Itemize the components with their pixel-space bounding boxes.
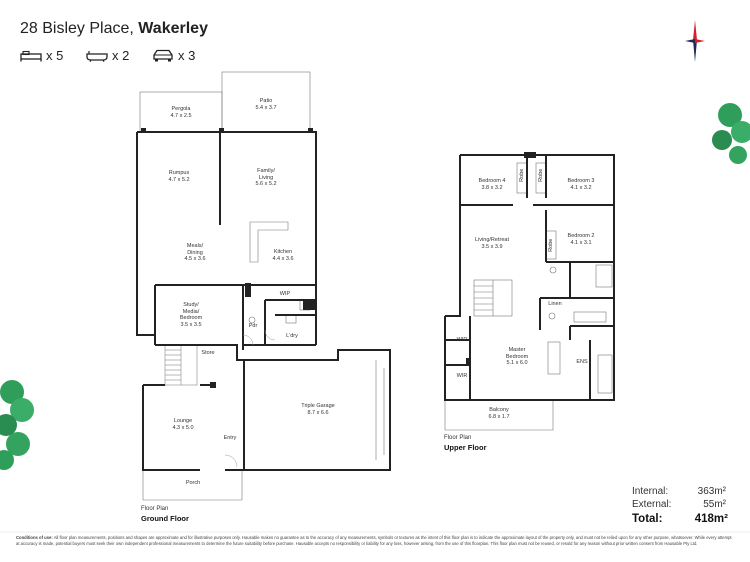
room-ensuite: ENS — [576, 359, 588, 365]
ground-floor-posts — [141, 128, 315, 388]
internal-area-value: 363m² — [697, 486, 726, 497]
upper-floor-caption: Floor Plan — [444, 435, 472, 441]
compass-icon — [685, 20, 705, 62]
total-area-label: Total: — [632, 513, 663, 525]
tree-icon — [0, 380, 34, 470]
suburb-text: Wakerley — [138, 20, 208, 37]
room-pdr: Pdr — [248, 323, 258, 329]
room-laundry: L'dry — [286, 333, 298, 339]
tree-icon — [712, 103, 750, 164]
upper-floor-walls — [444, 154, 615, 401]
total-area-value: 418m² — [694, 513, 728, 525]
room-entry: Entry — [223, 435, 237, 441]
upper-floor-posts — [466, 152, 536, 366]
ground-floor-title: Ground Floor — [141, 514, 189, 523]
room-porch: Porch — [185, 480, 201, 486]
room-wir-2: WIR — [456, 373, 468, 379]
car-space-count: x 3 — [152, 48, 195, 63]
room-store: Store — [201, 350, 215, 356]
room-robe-1: Robe — [518, 168, 525, 182]
room-robe-2: Robe — [537, 168, 544, 182]
street-text: 28 Bisley Place, — [20, 20, 134, 37]
door-swings — [224, 329, 276, 468]
bath-icon — [86, 50, 108, 62]
car-icon — [153, 49, 173, 62]
bathroom-count: x 2 — [86, 48, 129, 63]
listing-title: 28 Bisley Place, Wakerley — [20, 20, 208, 38]
room-wip: WIP — [279, 291, 291, 297]
room-linen: Linen — [548, 301, 562, 307]
ground-floor-walls — [136, 131, 391, 471]
external-area-value: 55m² — [703, 499, 726, 510]
external-area-label: External: — [632, 499, 672, 510]
bedroom-count: x 5 — [20, 48, 63, 63]
internal-area-label: Internal: — [632, 486, 669, 497]
upper-floor-title: Upper Floor — [444, 443, 487, 452]
bed-icon — [20, 50, 42, 61]
conditions-of-use: Conditions of use: All floor plan measur… — [16, 535, 732, 546]
room-wir-1: WIR — [456, 337, 468, 343]
room-robe-3: Robe — [547, 238, 554, 252]
ground-floor-caption: Floor Plan — [141, 506, 169, 512]
